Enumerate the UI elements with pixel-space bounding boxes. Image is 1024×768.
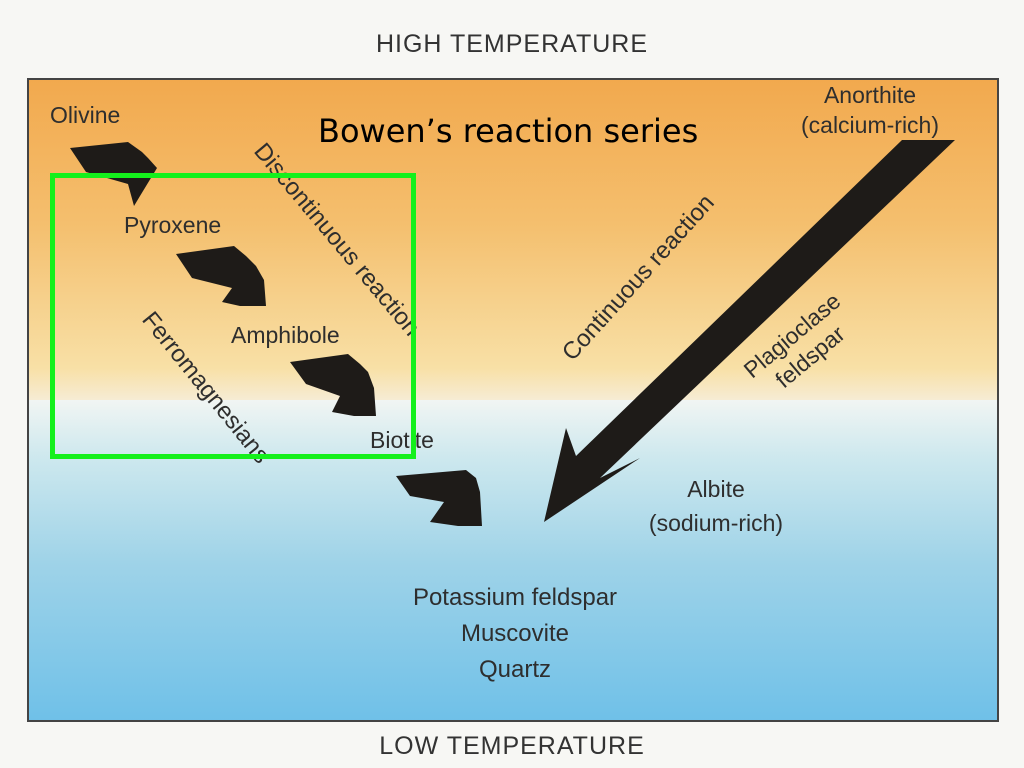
highlight-box [50,173,416,459]
albite-name: Albite [687,476,745,502]
arrow-continuous-series [544,140,955,522]
high-temperature-label: HIGH TEMPERATURE [375,30,649,58]
anorthite-name: Anorthite [823,82,917,108]
mineral-olivine: Olivine [50,102,121,128]
diagram-panel [27,78,999,722]
albite-label: Albite (sodium-rich) [606,472,826,540]
slide-title: Bowen’s reaction series [318,112,699,150]
mineral-quartz: Quartz [478,656,552,683]
anorthite-label: Anorthite (calcium-rich) [770,80,970,140]
final-minerals: Potassium feldspar Muscovite Quartz [340,580,690,688]
mineral-biotite: Biotite [370,427,434,453]
arrow-biotite-to-final [396,470,482,526]
arrow-pyroxene-to-amphibole [176,246,266,306]
mineral-muscovite: Muscovite [460,620,570,647]
arrow-amphibole-to-biotite [290,354,376,416]
low-temperature-label: LOW TEMPERATURE [379,732,645,760]
albite-detail: (sodium-rich) [648,510,784,536]
mineral-pyroxene: Pyroxene [124,212,222,238]
low-temperature-band [29,400,997,720]
mineral-potassium-feldspar: Potassium feldspar [412,584,618,611]
mineral-amphibole: Amphibole [231,322,340,348]
anorthite-detail: (calcium-rich) [801,112,939,138]
